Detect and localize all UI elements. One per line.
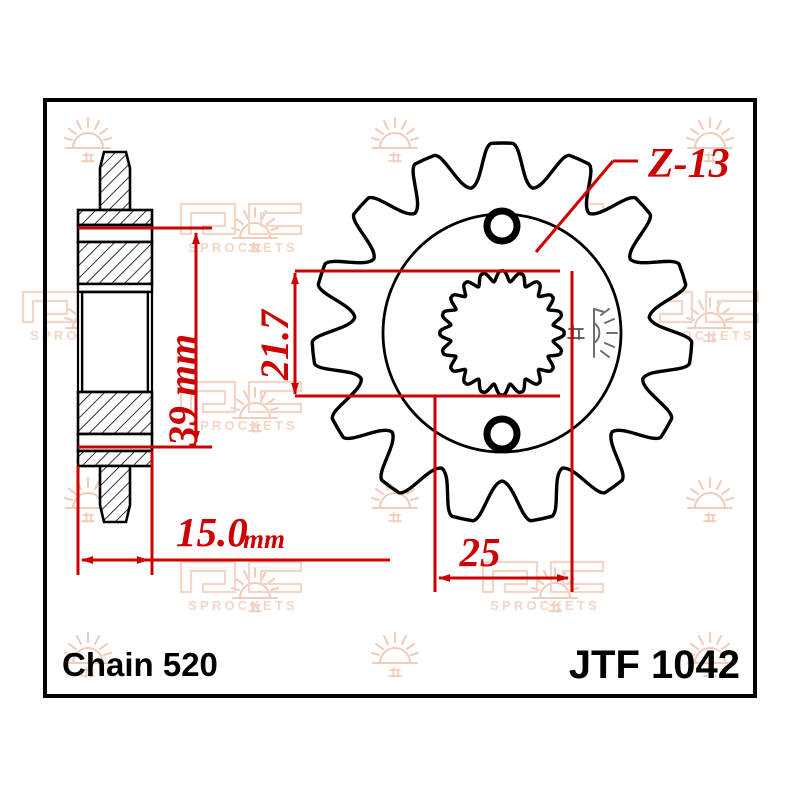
section-bore-wall-left [76,290,84,394]
section-bore-wall-right [146,290,154,394]
dim-label-25: 25 [459,529,501,575]
chain-label: Chain 520 [62,646,218,683]
section-flange-top [76,208,154,227]
part-number-label: JTF 1042 [569,643,740,687]
dimension-text-layer: 39 mm 21.7 15.0 mm 25 Z-13 [160,141,730,575]
dimension-layer [76,159,638,592]
leader-line-z13 [534,160,615,253]
dim-label-39: 39 mm [160,334,205,447]
section-body-top [76,240,154,286]
annotation-label-z13: Z-13 [647,141,730,187]
section-flange-bottom [76,449,154,468]
dim-label-15-unit: mm [243,524,285,554]
dim-label-217: 21.7 [252,308,297,381]
dim-label-15: 15.0 [176,509,248,555]
drawing-frame [43,98,757,698]
title-block: Chain 520 JTF 1042 [62,643,740,687]
section-tooth-top [98,150,132,212]
section-view [76,150,154,524]
section-bore [80,290,150,394]
bolt-hole-top [483,207,521,245]
section-body-bottom [76,390,154,436]
sprocket-face-view [310,141,694,523]
bolt-hole-bottom [483,415,521,453]
section-tooth-bottom [98,464,132,524]
